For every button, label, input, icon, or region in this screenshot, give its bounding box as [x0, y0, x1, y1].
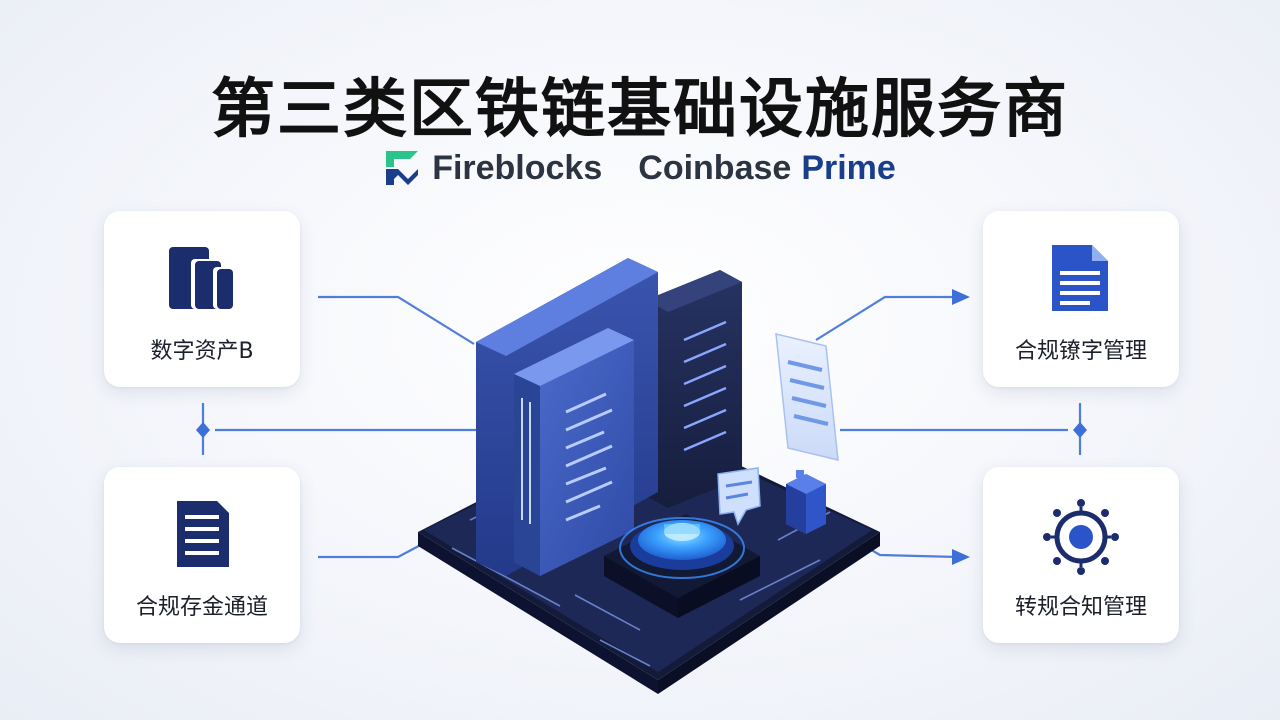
- card-transfer-management[interactable]: 转规合知管理: [983, 467, 1179, 643]
- card-label: 合规镣字管理: [1014, 339, 1147, 364]
- device-cube-icon: [786, 470, 826, 534]
- coinbase-name: Coinbase: [638, 148, 792, 187]
- connector-arrows: [196, 289, 1087, 565]
- gear-node-icon: [983, 497, 1179, 575]
- card-label: 合规存金通道: [135, 595, 268, 620]
- floating-document-icon: [775, 333, 839, 461]
- page-title: 第三类区铁链基础设施服务商: [211, 73, 1069, 147]
- card-digital-assets[interactable]: 数字资产B: [104, 211, 300, 387]
- fireblocks-brand: Fireblocks: [384, 149, 602, 188]
- server-tower-dark: [646, 270, 742, 508]
- card-compliance-management[interactable]: 合规镣字管理: [983, 211, 1179, 387]
- prime-name: Prime: [801, 148, 896, 187]
- document-icon: [104, 497, 300, 571]
- card-label: 数字资产B: [150, 339, 254, 364]
- server-tower-front: [514, 328, 634, 576]
- card-label: 转规合知管理: [1014, 595, 1147, 620]
- card-compliance-channel[interactable]: 合规存金通道: [104, 467, 300, 643]
- fireblocks-name: Fireblocks: [432, 148, 603, 187]
- folder-stack-icon: [104, 241, 300, 315]
- brand-logos: Fireblocks Coinbase Prime: [0, 146, 1280, 190]
- chat-bubble-icon: [717, 467, 761, 526]
- glowing-core-button-icon: [604, 514, 760, 618]
- fireblocks-logo-icon: [386, 151, 419, 185]
- coinbase-prime-brand: Coinbase Prime: [638, 149, 896, 188]
- file-document-icon: [983, 241, 1179, 315]
